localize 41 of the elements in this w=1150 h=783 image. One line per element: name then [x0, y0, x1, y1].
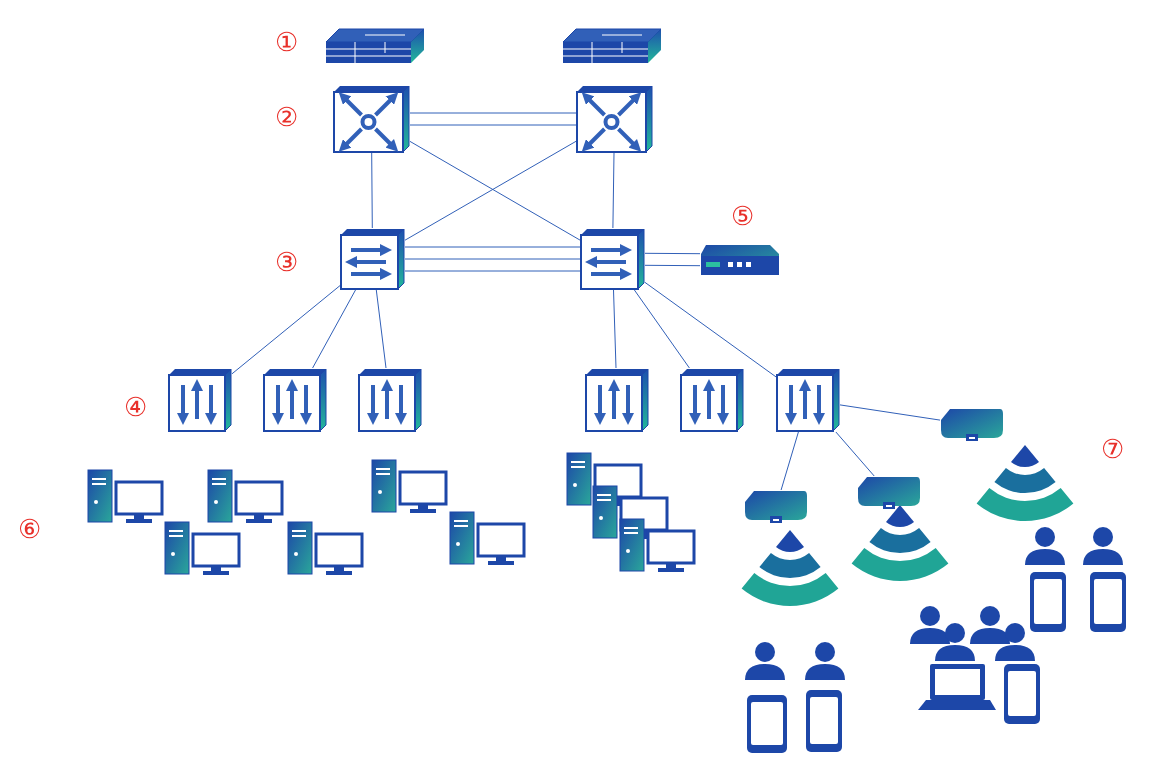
- switch-icon: [168, 368, 232, 432]
- switch-icon: [263, 368, 327, 432]
- callout-number: ⑤: [731, 202, 754, 230]
- network-link: [835, 431, 875, 477]
- callout-number: ⑥: [18, 515, 41, 543]
- access-point-icon: [744, 490, 808, 524]
- network-link: [633, 289, 690, 369]
- callout-number: ④: [124, 393, 147, 421]
- network-link: [644, 252, 701, 255]
- switch-icon: [358, 368, 422, 432]
- network-link: [375, 289, 387, 369]
- firewall-icon: [325, 28, 425, 64]
- callout-number: ⑦: [1101, 435, 1124, 463]
- network-link: [312, 289, 356, 369]
- switch-icon: [776, 368, 840, 432]
- switch-icon: [580, 228, 645, 290]
- network-link: [404, 258, 581, 260]
- access-point-icon: [857, 476, 921, 510]
- network-link: [839, 404, 941, 421]
- core-switch-icon: [576, 85, 653, 153]
- switch-icon: [680, 368, 744, 432]
- network-link: [404, 246, 581, 248]
- network-link: [644, 281, 777, 378]
- network-link: [780, 431, 799, 491]
- network-link: [644, 264, 701, 267]
- network-link: [404, 270, 581, 272]
- switch-icon: [340, 228, 405, 290]
- callout-number: ③: [275, 248, 298, 276]
- network-link: [409, 112, 577, 114]
- switch-icon: [585, 368, 649, 432]
- network-link: [613, 289, 617, 369]
- wireless-controller-icon: [700, 244, 780, 276]
- core-switch-icon: [333, 85, 410, 153]
- firewall-icon: [562, 28, 662, 64]
- network-link: [371, 152, 373, 229]
- callout-number: ①: [275, 28, 298, 56]
- network-link: [612, 152, 615, 229]
- network-link: [409, 124, 577, 126]
- callout-number: ②: [275, 103, 298, 131]
- access-point-icon: [940, 408, 1004, 442]
- network-link: [231, 285, 341, 375]
